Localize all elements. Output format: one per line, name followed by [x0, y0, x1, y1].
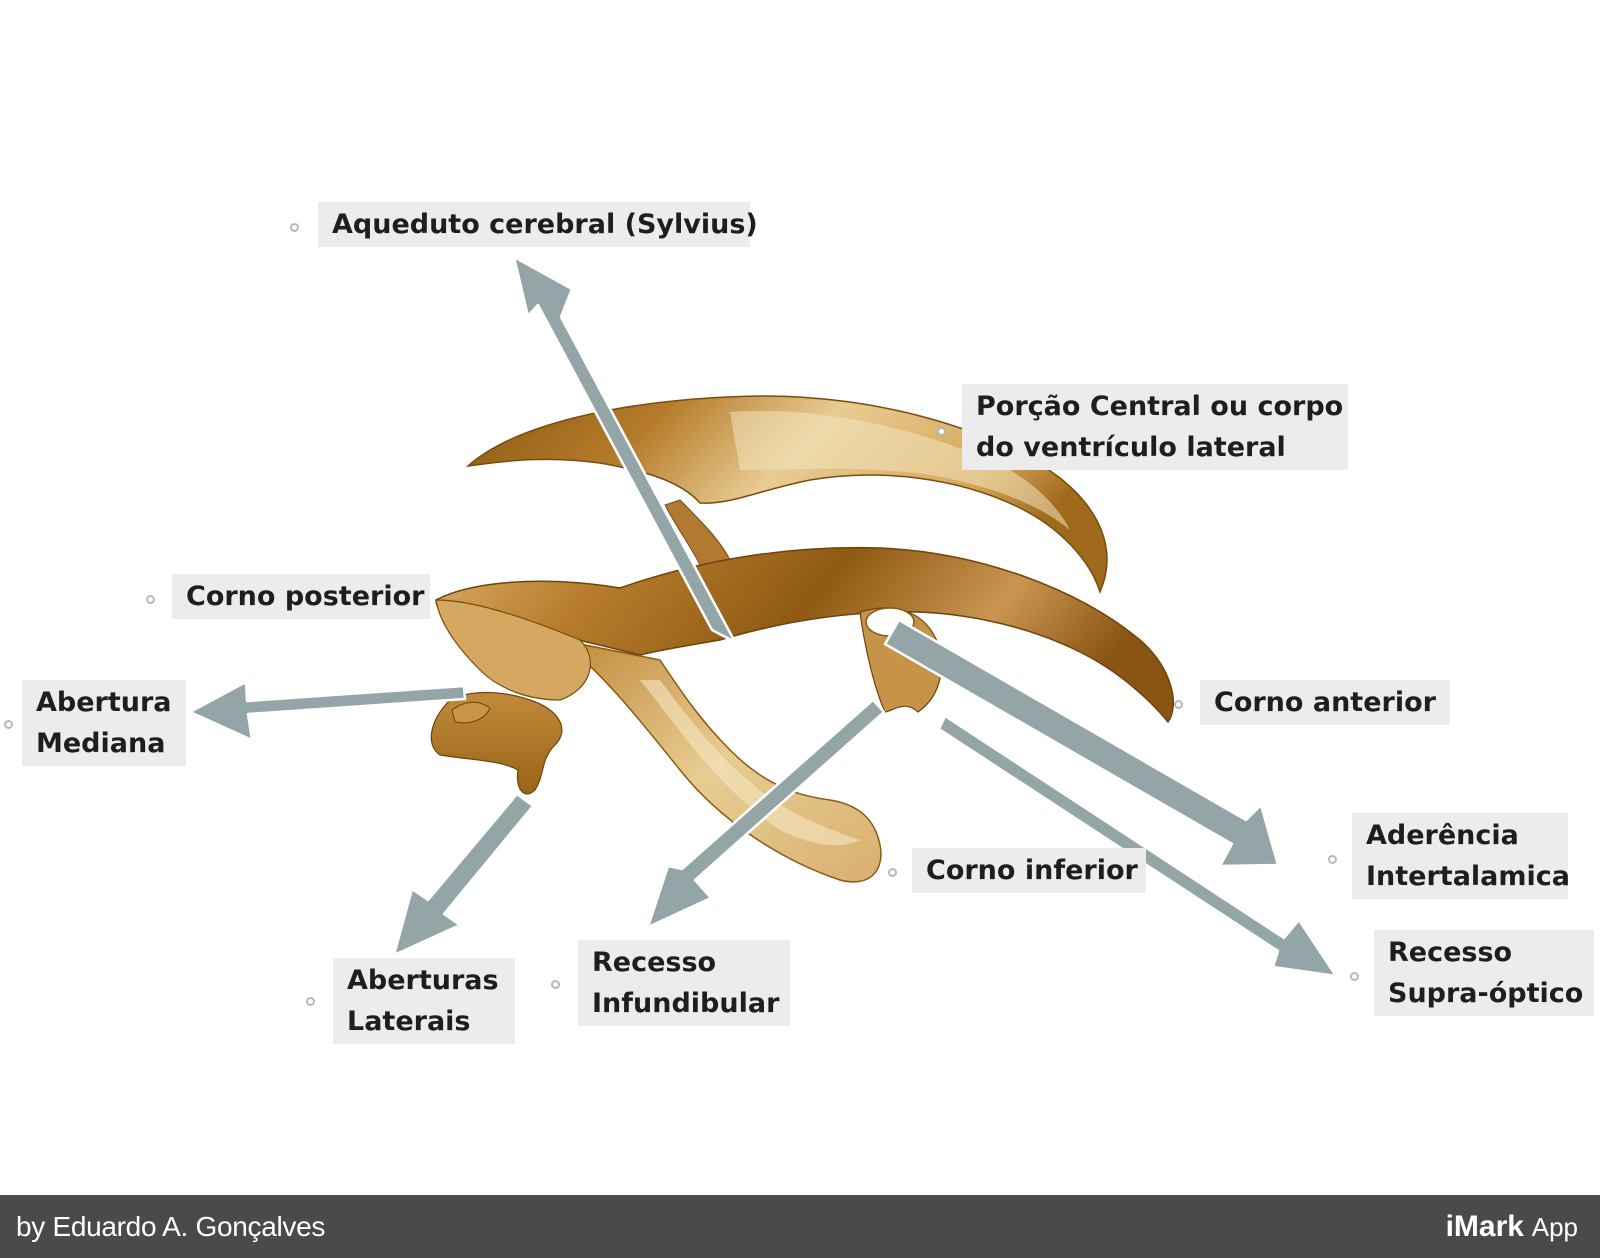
label-corno-anterior: Corno anterior: [1200, 680, 1450, 725]
label-text: Aqueduto cerebral (Sylvius): [332, 209, 758, 240]
pin-corno-posterior: [146, 595, 155, 604]
label-text: Corno inferior: [926, 855, 1138, 886]
label-text: Supra-óptico: [1388, 978, 1584, 1009]
arrow-supra-optico: [937, 714, 1338, 978]
label-aberturas-laterais: Aberturas Laterais: [333, 958, 515, 1044]
label-corno-posterior: Corno posterior: [172, 574, 430, 619]
inferior-horn-highlight: [640, 680, 860, 846]
arrow-aderencia: [883, 618, 1280, 868]
label-recesso-supra-optico: Recesso Supra-óptico: [1374, 930, 1594, 1016]
posterior-horn-shape: [435, 599, 591, 701]
footer-bar: by Eduardo A. Gonçalves iMark App: [0, 1195, 1600, 1258]
label-text: Aberturas: [347, 965, 499, 996]
label-text: Aderência: [1366, 820, 1519, 851]
label-text: Corno anterior: [1214, 687, 1436, 718]
label-corno-inferior: Corno inferior: [912, 848, 1146, 893]
fourth-ventricle-shape: [430, 691, 563, 795]
pin-corno-anterior: [1174, 700, 1183, 709]
app-brand: iMark App: [1446, 1195, 1578, 1259]
median-aperture-nub: [451, 701, 491, 724]
label-text: Recesso: [1388, 937, 1513, 968]
pin-porcao-central: [937, 427, 946, 436]
brand-name: iMark: [1445, 1210, 1524, 1243]
label-text: Porção Central ou corpo: [976, 391, 1344, 422]
label-text: Mediana: [36, 728, 166, 759]
arrow-aberturas-laterais: [392, 792, 535, 957]
upper-arc-highlight: [730, 410, 1070, 530]
brand-suffix: App: [1531, 1212, 1578, 1242]
annotation-arrows: [188, 255, 1338, 978]
author-credit: by Eduardo A. Gonçalves: [16, 1211, 326, 1242]
label-aderencia-intertalamica: Aderência Intertalamica: [1352, 813, 1571, 899]
label-porcao-central: Porção Central ou corpo do ventrículo la…: [962, 384, 1348, 470]
lower-arc-shape: [435, 546, 1175, 724]
label-abertura-mediana: Abertura Mediana: [22, 680, 186, 766]
label-text: Corno posterior: [186, 581, 425, 612]
label-text: Abertura: [36, 687, 172, 718]
label-text: Intertalamica: [1366, 861, 1571, 892]
pin-recesso-supra-optico: [1350, 972, 1359, 981]
arrow-abertura-mediana: [188, 680, 467, 742]
pin-recesso-infundibular: [551, 980, 560, 989]
pin-aqueduto: [290, 223, 299, 232]
pin-aderencia: [1328, 855, 1337, 864]
label-aqueduto-cerebral: Aqueduto cerebral (Sylvius): [318, 202, 758, 247]
label-text: do ventrículo lateral: [976, 432, 1286, 463]
pin-abertura-mediana: [4, 720, 13, 729]
label-recesso-infundibular: Recesso Infundibular: [578, 940, 790, 1026]
arrow-infundibular: [646, 698, 886, 929]
arrow-aqueduto: [512, 255, 737, 644]
pin-corno-inferior: [888, 868, 897, 877]
pin-aberturas-laterais: [306, 997, 315, 1006]
label-text: Laterais: [347, 1006, 471, 1037]
label-text: Recesso: [592, 947, 717, 978]
label-text: Infundibular: [592, 988, 780, 1019]
